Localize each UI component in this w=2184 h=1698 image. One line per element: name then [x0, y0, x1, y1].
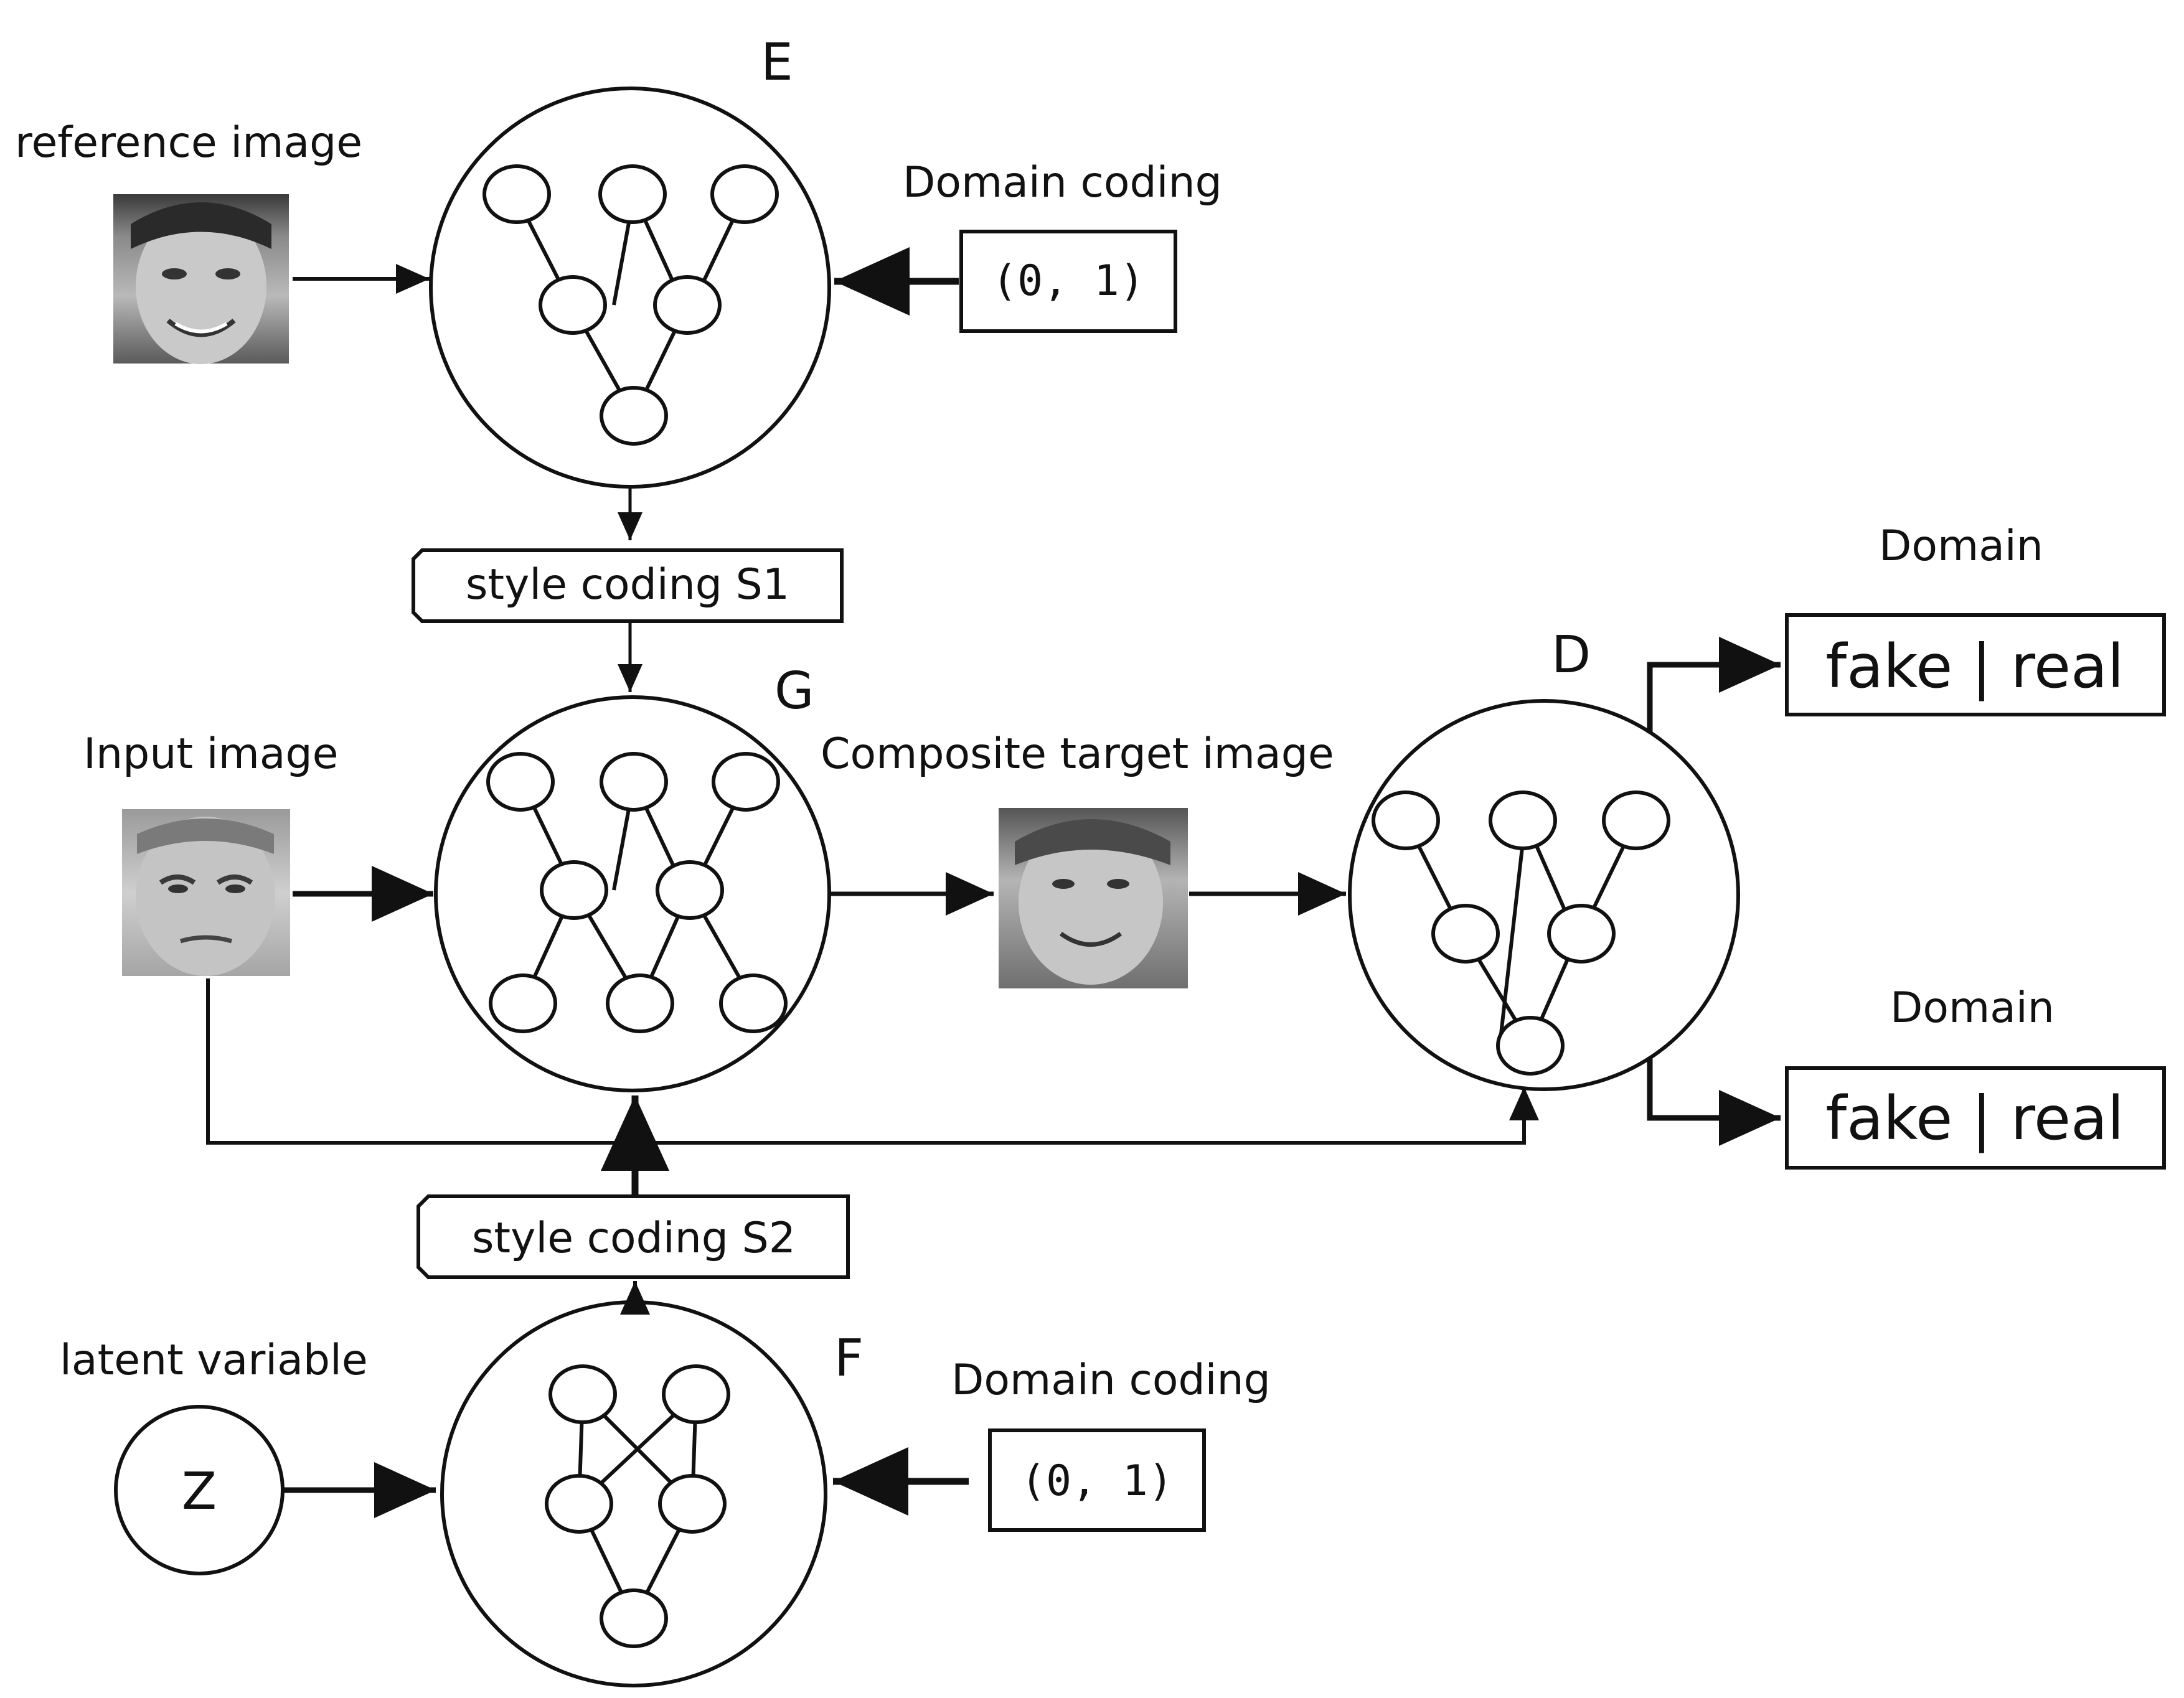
mapping-node	[662, 1364, 730, 1424]
generator-circle	[434, 695, 831, 1092]
encoder-node	[653, 275, 722, 335]
generator-node	[540, 860, 608, 920]
mapping-letter: F	[834, 1329, 864, 1388]
discriminator-circle	[1348, 699, 1740, 1091]
encoder-node	[482, 164, 551, 224]
encoder-node	[539, 275, 607, 335]
style-coding-s2-box	[417, 1194, 850, 1279]
discriminator-node	[1372, 790, 1440, 850]
style-coding-s2-label: style coding S2	[472, 1214, 796, 1263]
output-top-label: Domain	[1879, 522, 2043, 571]
generator-node	[600, 752, 668, 812]
domain-coding-bottom-box	[988, 1428, 1206, 1532]
discriminator-node	[1489, 790, 1557, 850]
mapping-node	[658, 1474, 727, 1534]
encoder-node	[710, 164, 779, 224]
generator-node	[486, 752, 555, 812]
domain-coding-top-label: Domain coding	[903, 158, 1222, 207]
encoder-network	[429, 87, 831, 489]
generator-node	[489, 973, 557, 1033]
generator-network	[434, 695, 831, 1092]
mapping-network	[440, 1300, 827, 1687]
discriminator-to-top-output-arrow	[1647, 637, 1781, 733]
generator-node	[656, 860, 724, 920]
output-top-value: fake | real	[1825, 632, 2124, 702]
mapping-node	[600, 1588, 668, 1648]
mapping-node	[545, 1474, 613, 1534]
reference-image-label: reference image	[15, 118, 362, 167]
domain-coding-bottom-label: Domain coding	[951, 1356, 1271, 1405]
reference-image	[113, 194, 289, 364]
discriminator-node	[1602, 790, 1670, 850]
style-coding-s1-box	[412, 548, 844, 623]
discriminator-network	[1348, 699, 1740, 1091]
output-bottom-value: fake | real	[1825, 1084, 2124, 1154]
output-bottom-label: Domain	[1890, 983, 2055, 1033]
encoder-letter: E	[761, 33, 793, 92]
output-bottom-box	[1785, 1066, 2166, 1170]
latent-variable-node	[114, 1405, 285, 1575]
generator-node	[712, 752, 780, 812]
encoder-node	[598, 164, 667, 224]
output-top-box	[1785, 613, 2166, 716]
latent-variable-label: latent variable	[60, 1336, 368, 1385]
encoder-node	[600, 386, 668, 446]
discriminator-letter: D	[1551, 626, 1591, 685]
mapping-circle	[440, 1300, 827, 1687]
discriminator-to-bottom-output-arrow	[1647, 1058, 1781, 1146]
mapping-node	[548, 1364, 617, 1424]
discriminator-node	[1431, 904, 1500, 964]
domain-coding-top-value: (0, 1)	[992, 256, 1145, 306]
input-image-label: Input image	[83, 729, 339, 779]
composite-target-image	[999, 808, 1188, 988]
discriminator-node	[1496, 1016, 1565, 1076]
composite-image-label: Composite target image	[821, 729, 1334, 779]
generator-letter: G	[774, 662, 814, 721]
input-image	[122, 809, 290, 976]
domain-coding-top-box	[959, 230, 1177, 333]
latent-symbol: Z	[182, 1462, 217, 1521]
style-coding-s1-label: style coding S1	[466, 560, 789, 609]
input-to-discriminator-line	[206, 978, 1539, 1145]
generator-node	[719, 973, 788, 1033]
generator-node	[606, 973, 674, 1033]
discriminator-node	[1547, 904, 1616, 964]
domain-coding-bottom-value: (0, 1)	[1020, 1456, 1174, 1506]
